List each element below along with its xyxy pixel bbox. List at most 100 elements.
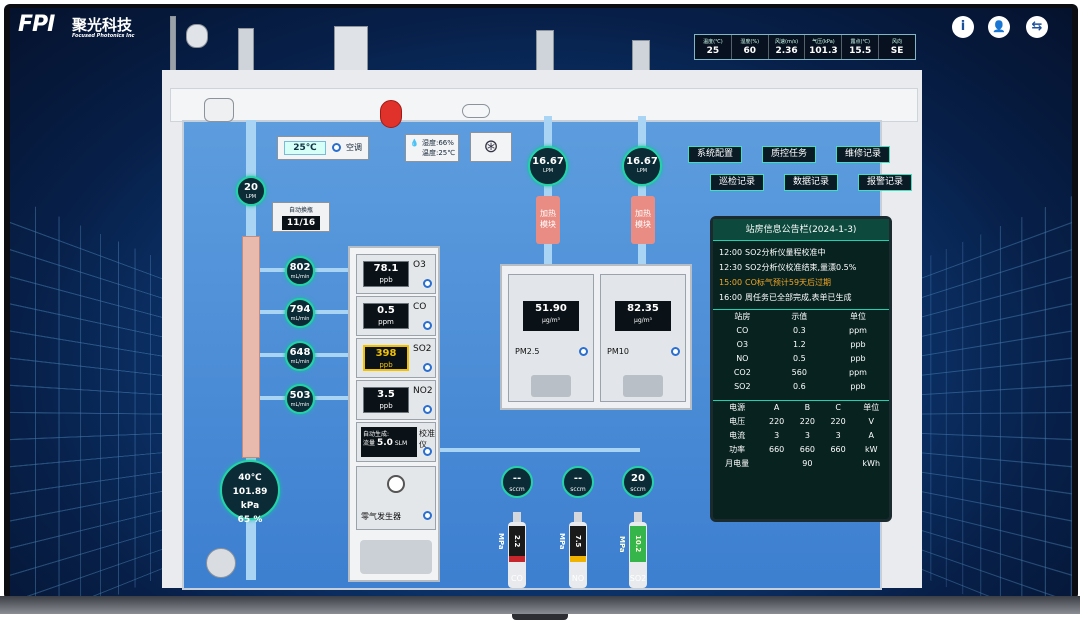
pm25-pipe [544,116,552,264]
inspect-record-button[interactable]: 巡检记录 [710,174,764,191]
monthly-value: 90 [802,458,813,468]
o3-name: O3 [413,260,426,270]
weather-temp: 温度(℃)25 [695,35,732,59]
monthly-unit: kWh [862,458,881,468]
pm10-status-dot[interactable] [671,347,680,356]
brand-name-en: Focused Photonics Inc [72,33,135,39]
weather-humidity: 湿度(%)60 [732,35,769,59]
notice-title: 站房信息公告栏(2024-1-3) [713,219,889,241]
weather-pressure: 气压(kPa)101.3 [805,35,843,59]
table-cell: NO [736,354,749,363]
table-cell: 3 [804,430,810,440]
so2-sccm-unit: sccm [630,486,646,493]
switch-icon[interactable]: ⇆ [1026,16,1048,38]
ac-temp-value: 25℃ [293,143,317,153]
auto-bottle-switch[interactable]: 自动换瓶 11/16 [272,202,330,232]
air-conditioner[interactable]: 25℃ 空调 [277,136,369,160]
indoor-camera-icon[interactable] [204,98,234,122]
fire-extinguisher-icon[interactable] [380,100,402,128]
no-sccm-gauge[interactable]: --sccm [562,466,594,498]
pm25-pump-icon [531,375,571,397]
pm25-heater[interactable]: 加热模块 [536,196,560,244]
smoke-detector-icon[interactable] [462,104,490,118]
alarm-record-button[interactable]: 报警记录 [858,174,912,191]
calibrator-status-dot[interactable] [423,447,432,456]
pump-icon[interactable] [206,548,236,578]
info-icon[interactable]: i [952,16,974,38]
weather-wind-value: 2.36 [775,46,798,56]
table-cell: A [868,430,874,440]
humidity-icon: 💧 [410,139,419,147]
env-sensor[interactable]: 💧 湿度:66% 温度:25℃ [405,134,459,162]
co-status-dot[interactable] [423,321,432,330]
table-cell: 660 [830,444,846,454]
table-head-cell: 电源 [729,402,746,412]
table-cell: 220 [769,416,785,426]
zero-gen-status-dot[interactable] [423,511,432,520]
o3-status-dot[interactable] [423,279,432,288]
event-time: 12:00 [719,248,743,257]
compressor-icon[interactable] [360,540,432,574]
sys-config-button[interactable]: 系统配置 [688,146,742,163]
camera-pole [170,16,176,78]
calibrator[interactable]: 自动生成: 流量 5.0 SLM 校准仪 [356,422,436,462]
user-icon[interactable]: 👤 [988,16,1010,38]
manifold-tube[interactable] [242,236,260,458]
pm10-name: PM10 [607,347,629,356]
so2-bottle-name: SO2 [629,574,647,583]
manifold-flow-2-unit: mL/min [290,316,310,322]
so2-status-dot[interactable] [423,363,432,372]
auto-switch-value: 11/16 [286,218,316,228]
zero-air-generator[interactable]: 零气发生器 [356,466,436,530]
no2-status-dot[interactable] [423,405,432,414]
calibrator-label2: 流量 [363,440,376,447]
pm25-status-dot[interactable] [579,347,588,356]
ac-status-dot[interactable] [332,143,341,152]
co-sccm-gauge[interactable]: --sccm [501,466,533,498]
no2-value: 3.5 [377,389,395,400]
qc-task-button[interactable]: 质控任务 [762,146,816,163]
maint-record-button[interactable]: 维修记录 [836,146,890,163]
pm25-unit-label: μg/m³ [542,317,560,324]
sample-condition-gauge[interactable]: 40℃ 101.89 kPa 65 % [220,460,280,525]
weather-dewpoint: 露点(℃)15.5 [842,35,880,59]
dome-camera-icon[interactable] [186,24,208,48]
pm10-heater-l1: 加热 [635,209,651,218]
monitor-foot [512,614,568,620]
exhaust-fan-icon[interactable]: ⊛ [470,132,512,162]
pm25-flow-unit: LPM [542,168,554,174]
calibrator-label1: 自动生成: [363,431,390,438]
data-record-button[interactable]: 数据记录 [784,174,838,191]
pm10-heater[interactable]: 加热模块 [631,196,655,244]
table-cell: 电压 [729,416,746,426]
logo-mark: FPI [18,12,55,37]
so2-unit: ppb [379,361,393,369]
